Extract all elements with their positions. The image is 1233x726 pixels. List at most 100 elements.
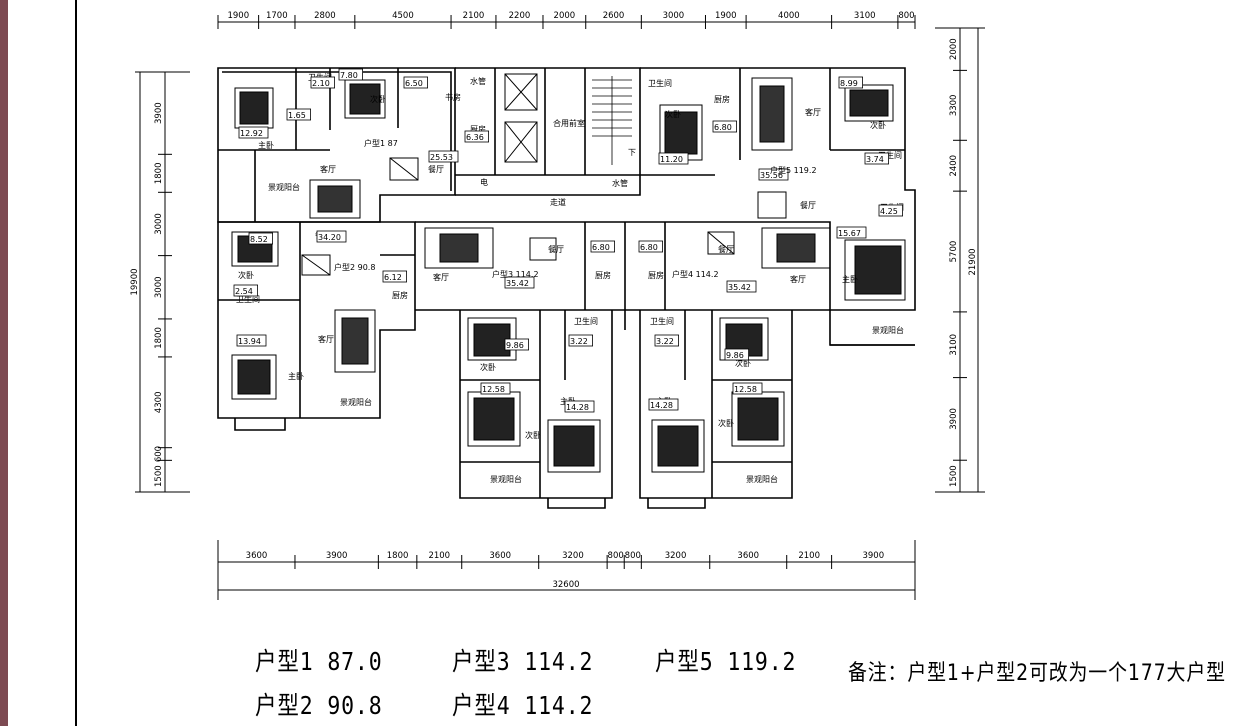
legend-unit-5: 户型5 119.2 (655, 647, 797, 676)
top-dimension-label: 1900 (715, 11, 737, 21)
area-box (310, 76, 336, 89)
legend-unit-4: 户型4 114.2 (452, 691, 594, 720)
area-value: 8.52 (250, 235, 268, 244)
right-dimension-label: 3100 (949, 334, 959, 356)
bottom-dimension-label: 3900 (326, 551, 348, 561)
bottom-dimension-label: 3900 (862, 551, 884, 561)
area-value: 6.12 (384, 273, 402, 282)
left-dimension-label: 3900 (154, 102, 164, 124)
right-dimension-label: 2400 (949, 155, 959, 177)
room-label: 主卧 (842, 274, 858, 284)
elevators (504, 73, 538, 163)
room-label: 卫生间 (574, 316, 598, 326)
area-box (724, 348, 750, 361)
bottom-dimension-label: 1800 (387, 551, 409, 561)
area-value: 7.80 (340, 71, 358, 80)
area-box (638, 240, 664, 253)
unit-label-1: 户型1 87 (364, 138, 398, 148)
area-value: 9.86 (726, 351, 744, 360)
left-total-label: 19900 (130, 268, 140, 295)
top-dimension-label: 1900 (227, 11, 249, 21)
room-label: 主卧 (288, 371, 304, 381)
area-value: 34.20 (318, 233, 341, 242)
bottom-dimension-label: 800 (625, 551, 641, 561)
room-label: 主卧 (258, 140, 274, 150)
unit-label-4: 户型4 114.2 (672, 269, 719, 279)
left-dimension-label: 1500 (154, 465, 164, 487)
area-box (428, 150, 459, 163)
area-value: 1.65 (288, 111, 306, 120)
right-dimension-label: 3300 (949, 95, 959, 117)
room-label: 卫生间 (650, 316, 674, 326)
bottom-dimension-label: 2100 (428, 551, 450, 561)
area-value: 14.28 (566, 403, 589, 412)
room-label: 次卧 (480, 362, 496, 372)
area-box (648, 398, 679, 411)
area-value: 12.92 (240, 129, 263, 138)
legend-unit-1: 户型1 87.0 (255, 647, 383, 676)
area-box (480, 382, 511, 395)
room-label: 卫生间 (878, 150, 902, 160)
room-label: 次卧 (735, 358, 751, 368)
room-label: 客厅 (805, 107, 821, 117)
area-box (316, 230, 347, 243)
area-value: 6.36 (466, 133, 484, 142)
dining-tables (301, 157, 787, 276)
room-label: 次卧 (718, 418, 734, 428)
area-box (732, 382, 763, 395)
bottom-dimension-label: 3600 (489, 551, 511, 561)
room-label: 景观阳台 (746, 474, 778, 484)
right-total-label: 21900 (968, 248, 978, 275)
bottom-dimension-label: 3600 (246, 551, 268, 561)
bottom-dimension-label: 800 (608, 551, 624, 561)
room-label: 景观阳台 (872, 325, 904, 335)
area-value: 35.42 (728, 283, 751, 292)
area-value: 12.58 (734, 385, 757, 394)
unit-label-3: 户型3 114.2 (492, 269, 539, 279)
area-box (382, 270, 408, 283)
room-label: 电 (480, 177, 488, 187)
area-value: 35.56 (760, 171, 783, 180)
unit-label-2: 户型2 90.8 (334, 262, 375, 272)
room-label: 景观阳台 (490, 474, 522, 484)
area-box (233, 284, 259, 297)
top-dimension-label: 4500 (392, 11, 414, 21)
room-label: 次卧 (525, 430, 541, 440)
room-label: 景观阳台 (268, 182, 300, 192)
area-value: 12.58 (482, 385, 505, 394)
legend-unit-2: 户型2 90.8 (255, 691, 383, 720)
top-dimension-label: 2600 (603, 11, 625, 21)
top-dimension-label: 2000 (554, 11, 576, 21)
room-label: 次卧 (665, 109, 681, 119)
drawing-frame-line (75, 0, 77, 726)
room-label: 走道 (550, 197, 566, 207)
room-label: 餐厅 (428, 165, 444, 174)
room-label: 合用前室 (553, 118, 585, 128)
room-label: 厨房 (595, 270, 611, 280)
area-box (564, 400, 595, 413)
room-label: 餐厅 (800, 201, 816, 210)
room-labels: 主卧次卧卫生间书房客厅餐厅景观阳台电厨房合用前室水管走道水管下次卧餐厅客厅主卧景… (236, 72, 904, 484)
room-label: 厨房 (714, 94, 730, 104)
left-dimension-label: 1800 (154, 162, 164, 184)
room-label: 书房 (445, 92, 461, 102)
bottom-dimension-label: 2100 (798, 551, 820, 561)
stairs (592, 76, 632, 165)
area-value: 14.28 (650, 401, 673, 410)
area-box (338, 68, 364, 81)
area-box (878, 204, 904, 217)
area-box (236, 334, 267, 347)
unit-label-5: 户型5 119.2 (770, 165, 817, 175)
left-dimension-label: 600 (154, 446, 164, 462)
left-dimension-label: 1800 (154, 327, 164, 349)
area-box (238, 126, 269, 139)
left-dimension-label: 3000 (154, 276, 164, 298)
bottom-dimension-label: 3600 (737, 551, 759, 561)
top-dimension-label: 2100 (463, 11, 485, 21)
bottom-total-label: 32600 (552, 580, 579, 590)
bottom-dimension-label: 3200 (665, 551, 687, 561)
area-box (504, 276, 535, 289)
